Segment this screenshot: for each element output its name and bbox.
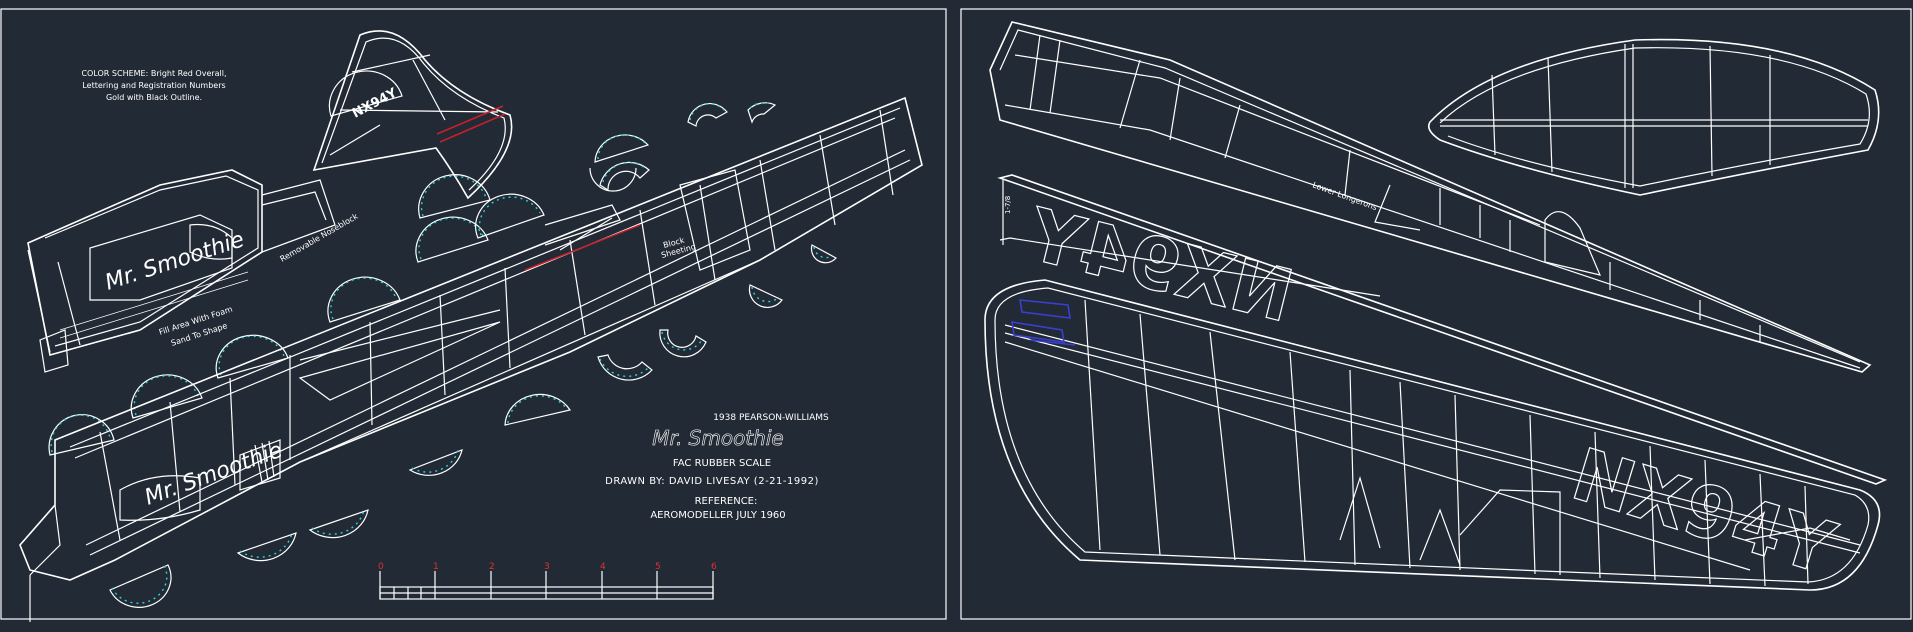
scale-tick-4: 4 <box>600 562 606 572</box>
title-year-make: 1938 PEARSON-WILLIAMS <box>713 413 829 423</box>
title-reference-label: REFERENCE: <box>695 496 758 507</box>
scale-tick-2: 2 <box>489 562 495 572</box>
fuselage-frame-right: Lower Longerons <box>989 21 1872 373</box>
left-sheet: COLOR SCHEME: Bright Red Overall, Letter… <box>0 8 947 622</box>
rudder-drawing: NX94Y <box>312 30 513 200</box>
nose-label: Removable Noseblock <box>279 212 360 264</box>
scale-tick-0: 0 <box>378 562 384 572</box>
nose-section: Mr. Smoothie Removable Noseblock Fill Ar… <box>27 169 360 373</box>
wing-drawing: NX94Y NX94Y <box>984 191 1881 591</box>
scale-tick-6: 6 <box>711 562 717 572</box>
scale-tick-1: 1 <box>433 562 439 572</box>
title-scale: FAC RUBBER SCALE <box>673 458 771 469</box>
stabilizer-drawing <box>1427 38 1880 196</box>
spar-strip: 1-7/8 <box>997 174 1888 485</box>
title-drawn-by: DRAWN BY: DAVID LIVESAY (2-21-1992) <box>605 476 819 487</box>
fuselage-script-lower: Mr. Smoothie <box>142 438 286 511</box>
scale-bar: 0 1 2 3 4 5 6 <box>378 562 717 600</box>
lower-longerons-label: Lower Longerons <box>1311 180 1378 212</box>
right-sheet-border <box>960 8 1912 620</box>
title-reference: AEROMODELLER JULY 1960 <box>650 510 785 521</box>
title-name: Mr. Smoothie <box>652 426 783 450</box>
color-scheme-note: COLOR SCHEME: Bright Red Overall, Letter… <box>81 69 226 102</box>
scale-tick-5: 5 <box>655 562 661 572</box>
scale-tick-3: 3 <box>544 562 550 572</box>
former-pieces <box>48 70 837 608</box>
main-fuselage: Mr. Smoothie Block Sheeting <box>19 96 923 622</box>
color-scheme-line-1: COLOR SCHEME: Bright Red Overall, <box>81 69 226 78</box>
right-sheet: Lower Longerons 1-7/8 <box>960 8 1912 620</box>
color-scheme-line-3: Gold with Black Outline. <box>106 93 202 102</box>
title-block: 1938 PEARSON-WILLIAMS Mr. Smoothie FAC R… <box>605 413 829 521</box>
dim-note: 1-7/8 <box>1004 196 1012 214</box>
color-scheme-line-2: Lettering and Registration Numbers <box>82 81 225 90</box>
left-sheet-border <box>0 8 947 620</box>
